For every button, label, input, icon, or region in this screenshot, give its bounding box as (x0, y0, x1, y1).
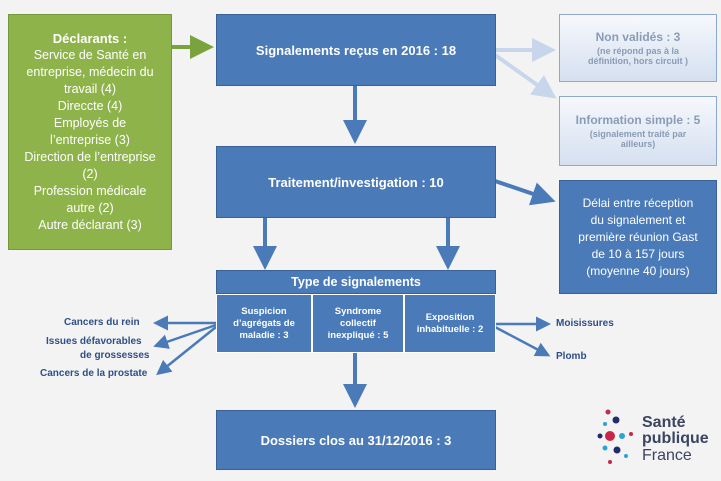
non-valides-detail: (ne répond pas à la (596, 46, 680, 56)
declarants-line: l’entreprise (3) (50, 133, 130, 147)
non-valides-detail: définition, hors circuit ) (587, 56, 688, 66)
type-cell-line: inexpliqué : 5 (327, 329, 389, 341)
delay-line: première réunion Gast (578, 229, 698, 244)
info-simple-box: Information simple : 5 (signalement trai… (559, 96, 717, 166)
declarants-line: Profession médicale (33, 184, 147, 198)
info-simple-detail: (signalement traité par (589, 129, 687, 139)
info-simple-detail: ailleurs) (620, 139, 656, 149)
declarants-line: (2) (82, 167, 98, 181)
type-cell-line: d’agrégats de (233, 317, 295, 329)
type-header: Type de signalements (216, 270, 496, 294)
non-valides-box: Non validés : 3 (ne répond pas à la défi… (559, 14, 717, 82)
sante-publique-logo: Santé publique France (596, 406, 716, 474)
type-cell-line: Suspicion (241, 305, 287, 317)
treatment-label: Traitement/investigation : 10 (268, 174, 444, 190)
logo-line-publique: publique (642, 430, 709, 447)
non-valides-title: Non validés : 3 (595, 30, 681, 44)
treatment-box: Traitement/investigation : 10 (216, 146, 496, 218)
outcome-plomb: Plomb (556, 351, 587, 362)
delay-line: (moyenne 40 jours) (586, 263, 690, 278)
delay-box: Délai entre réception du signalement et … (559, 180, 717, 294)
type-header-label: Type de signalements (291, 275, 421, 289)
type-cell-exposition: Exposition inhabituelle : 2 (404, 294, 496, 353)
declarants-line: Direction de l’entreprise (24, 150, 156, 164)
declarants-line: travail (4) (63, 82, 117, 96)
type-cell-syndrome: Syndrome collectif inexpliqué : 5 (312, 294, 404, 353)
outcome-moisissures: Moisissures (556, 318, 614, 329)
logo-dots-icon (597, 409, 633, 464)
delay-line: Délai entre réception (582, 195, 694, 210)
declarants-line: Autre déclarant (3) (38, 218, 142, 232)
type-cell-line: collectif (340, 317, 376, 329)
received-box: Signalements reçus en 2016 : 18 (216, 14, 496, 86)
outcome-cancers-rein: Cancers du rein (64, 317, 140, 328)
arrow-to-plomb (494, 325, 551, 357)
type-cell-suspicion: Suspicion d’agrégats de maladie : 3 (216, 294, 312, 353)
arrow-received-to-info-simple (493, 53, 557, 99)
outcome-cancers-prostate: Cancers de la prostate (40, 368, 148, 379)
outcome-issues-defavorables: Issues défavorables (46, 336, 142, 347)
type-cell-line: maladie : 3 (239, 329, 289, 341)
declarants-line: entreprise, médecin du (26, 65, 154, 79)
logo-line-france: France (642, 447, 692, 464)
type-cell-line: Syndrome (334, 305, 382, 317)
declarants-box: Déclarants : Service de Santé en entrepr… (8, 14, 172, 250)
declarants-title: Déclarants : (52, 31, 128, 46)
declarants-line: autre (2) (66, 201, 114, 215)
closed-label: Dossiers clos au 31/12/2016 : 3 (260, 432, 452, 448)
type-cell-line: Exposition (425, 311, 475, 323)
arrow-to-issues-grossesses (153, 323, 217, 349)
logo-line-sante: Santé (642, 414, 686, 431)
declarants-line: Employés de (53, 116, 127, 130)
delay-line: du signalement et (590, 212, 686, 227)
arrow-to-cancers-prostate (156, 326, 217, 376)
delay-line: de 10 à 157 jours (591, 246, 685, 261)
outcome-issues-grossesses: de grossesses (80, 350, 150, 361)
type-cell-line: inhabituelle : 2 (416, 323, 484, 335)
arrow-treatment-to-delay (494, 179, 556, 206)
info-simple-title: Information simple : 5 (575, 113, 701, 127)
declarants-line: Direccte (4) (57, 99, 123, 113)
received-label: Signalements reçus en 2016 : 18 (255, 42, 457, 58)
closed-box: Dossiers clos au 31/12/2016 : 3 (216, 410, 496, 470)
declarants-line: Service de Santé en (33, 48, 147, 62)
